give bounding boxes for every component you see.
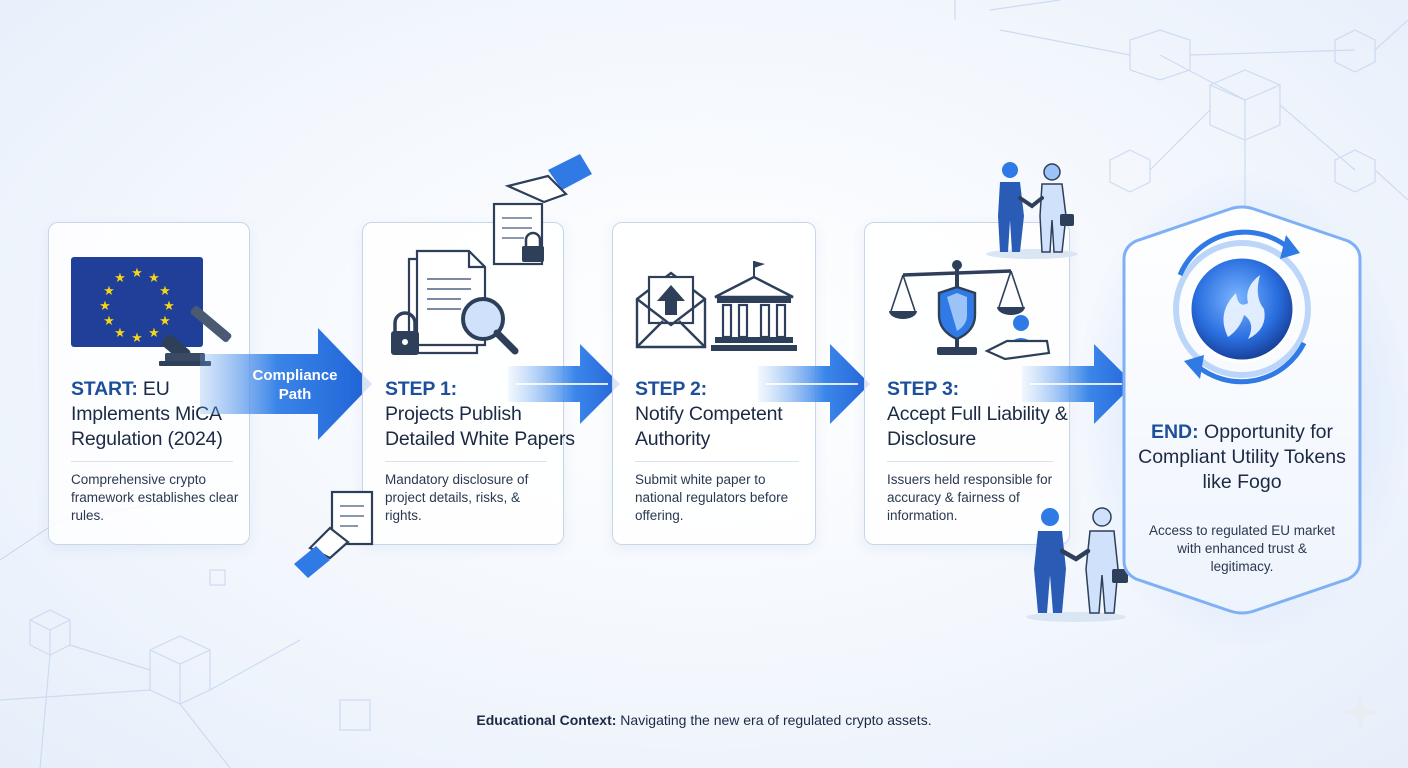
step-2-title-text: Notify Competent Authority — [635, 403, 783, 450]
start-title: START: EU Implements MiCA Regulation (20… — [71, 377, 261, 452]
connector-label: Compliance Path — [252, 367, 338, 403]
divider — [71, 461, 233, 462]
padlock-icon — [391, 311, 419, 355]
svg-text:★: ★ — [114, 326, 126, 341]
step-1-prefix: STEP 1: — [385, 378, 457, 400]
step-3-title-text: Accept Full Liability & Disclosure — [887, 403, 1068, 450]
magnifier-icon — [461, 297, 519, 355]
svg-text:★: ★ — [148, 271, 160, 286]
flow-arrow — [758, 344, 870, 424]
step-2-prefix: STEP 2: — [635, 378, 707, 400]
svg-text:★: ★ — [114, 271, 126, 286]
end-title: END: Opportunity for Compliant Utility T… — [1128, 420, 1356, 495]
step-1-card: STEP 1: Projects Publish Detailed White … — [362, 222, 575, 545]
divider — [887, 461, 1053, 462]
gavel-icon — [159, 305, 232, 366]
step-2-desc: Submit white paper to national regulator… — [635, 472, 789, 523]
eu-flag-icon: ★★★ ★★★ ★★★ ★★★ — [71, 257, 232, 366]
hand-person-icon — [984, 315, 1051, 361]
start-prefix: START: — [71, 378, 138, 400]
divider — [385, 461, 547, 462]
compliance-path-arrow — [200, 328, 372, 440]
step-3-desc: Issuers held responsible for accuracy & … — [887, 472, 1053, 523]
end-title-text: Opportunity for Compliant Utility Tokens… — [1138, 421, 1346, 493]
step-3-title: STEP 3: Accept Full Liability & Disclosu… — [887, 377, 1077, 452]
svg-text:★: ★ — [148, 326, 160, 341]
hand-document-icon — [294, 490, 374, 578]
step-2-title: STEP 2: Notify Competent Authority — [635, 377, 825, 452]
start-title-text: EU Implements MiCA Regulation (2024) — [71, 378, 223, 450]
end-prefix: END: — [1150, 421, 1199, 443]
start-desc: Comprehensive crypto framework establish… — [71, 472, 239, 523]
svg-text:★: ★ — [131, 266, 143, 281]
step-3-prefix: STEP 3: — [887, 378, 959, 400]
handshake-icon — [986, 162, 1078, 259]
svg-text:★: ★ — [103, 314, 115, 329]
government-building-icon — [711, 261, 797, 351]
envelope-upload-icon — [635, 271, 707, 349]
hand-document-icon — [492, 154, 592, 266]
end-hexagon — [1122, 205, 1362, 615]
svg-text:★: ★ — [163, 299, 175, 314]
step-1-title: STEP 1: Projects Publish Detailed White … — [385, 377, 575, 452]
flow-arrow — [508, 344, 620, 424]
handshake-icon — [1026, 507, 1128, 622]
step-1-title-text: Projects Publish Detailed White Papers — [385, 403, 575, 450]
fogo-token-icon — [1173, 229, 1311, 385]
svg-text:★: ★ — [159, 284, 171, 299]
flow-arrow — [1022, 344, 1134, 424]
svg-text:★: ★ — [159, 314, 171, 329]
footer-text: Navigating the new era of regulated cryp… — [620, 712, 932, 728]
svg-text:★: ★ — [131, 331, 143, 346]
scales-shield-icon — [889, 260, 1051, 361]
divider — [635, 461, 799, 462]
step-1-desc: Mandatory disclosure of project details,… — [385, 472, 529, 523]
end-desc: Access to regulated EU market with enhan… — [1148, 523, 1336, 574]
documents-icon — [391, 249, 519, 355]
footer-label: Educational Context: — [476, 712, 617, 728]
footer-caption: Educational Context: Navigating the new … — [300, 712, 1108, 728]
svg-text:★: ★ — [99, 299, 111, 314]
svg-text:★: ★ — [103, 284, 115, 299]
